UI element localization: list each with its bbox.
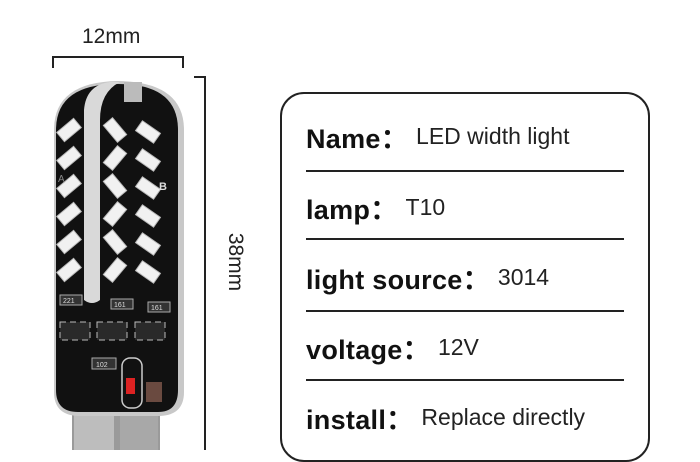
spec-key: lamp：: [306, 194, 398, 225]
divider: [306, 379, 624, 381]
spec-value: T10: [405, 193, 446, 220]
spec-value: LED width light: [416, 122, 570, 149]
led-chip: [56, 117, 82, 143]
led-chip: [56, 145, 82, 171]
spec-card: Name： LED width light lamp： T10 light sour…: [280, 92, 650, 462]
spec-key: Name：: [306, 123, 409, 154]
width-dimension-line: [52, 56, 184, 68]
spec-key: light source：: [306, 264, 490, 295]
spec-row-install: install： Replace directly: [306, 382, 624, 452]
width-dimension-label: 12mm: [82, 25, 141, 48]
divider: [306, 310, 624, 312]
divider: [306, 170, 624, 172]
led-chip: [102, 257, 128, 283]
led-chip: [102, 229, 128, 255]
spec-row-voltage: voltage： 12V: [306, 312, 624, 382]
spec-value: 12V: [437, 333, 479, 360]
led-chips: [56, 117, 162, 284]
led-chip: [134, 260, 162, 284]
height-dimension-line: [194, 76, 206, 450]
led-chip: [134, 204, 162, 228]
spec-key: install：: [306, 404, 414, 435]
pcb-label-a: A: [58, 174, 65, 185]
led-chip: [56, 257, 82, 283]
led-chip: [56, 229, 82, 255]
pcb-label-b: B: [159, 181, 167, 193]
led-chip: [56, 201, 82, 227]
resistor-label: 161: [151, 305, 163, 312]
resistor-label: 161: [114, 302, 126, 309]
led-bulb-illustration: B A 221 161 161 102: [52, 56, 206, 450]
led-chip: [134, 176, 162, 200]
led-chip: [134, 120, 162, 144]
divider: [306, 238, 624, 240]
led-chip: [102, 117, 128, 143]
led-chip: [134, 232, 162, 256]
spec-row-name: Name： LED width light: [306, 101, 624, 171]
spec-row-light-source: light source： 3014: [306, 242, 624, 312]
led-chip: [56, 173, 82, 199]
led-chip: [102, 145, 128, 171]
led-chip: [102, 173, 128, 199]
spec-value: 3014: [497, 263, 550, 290]
led-chip: [102, 201, 128, 227]
spec-value: Replace directly: [421, 403, 586, 430]
led-chip: [134, 148, 162, 172]
spec-row-lamp: lamp： T10: [306, 172, 624, 242]
spec-key: voltage：: [306, 334, 430, 365]
height-dimension-label: 38mm: [224, 232, 247, 292]
resistor-label: 221: [63, 298, 75, 305]
resistor-label: 102: [96, 362, 108, 369]
